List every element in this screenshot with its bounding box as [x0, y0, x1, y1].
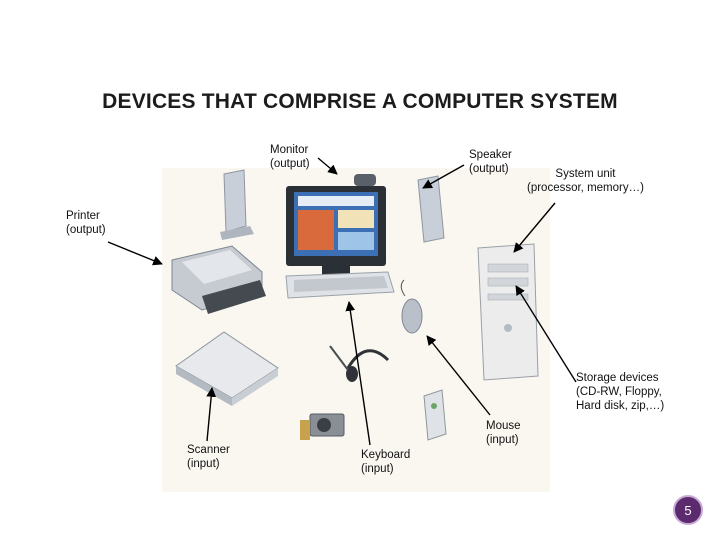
page-number-badge: 5 [673, 495, 703, 525]
scanner-icon [175, 331, 279, 406]
camera-icon [300, 413, 345, 440]
label-scanner: Scanner(input) [187, 444, 230, 470]
printer-icon [171, 245, 266, 314]
label-monitor: Monitor(output) [270, 144, 310, 170]
label-storage-devices: Storage devices(CD-RW, Floppy,Hard disk,… [576, 372, 665, 412]
right-speaker-icon [417, 175, 445, 243]
computer-system-photo [162, 168, 550, 492]
label-keyboard: Keyboard(input) [361, 449, 411, 475]
keyboard-icon [285, 271, 395, 299]
label-system-unit: System unit(processor, memory…) [527, 168, 644, 194]
label-speaker: Speaker(output) [469, 149, 512, 175]
label-mouse: Mouse(input) [486, 420, 521, 446]
mouse-icon [400, 279, 423, 334]
label-printer: Printer(output) [66, 210, 106, 236]
zip-drive-icon [423, 389, 447, 441]
slide-title: DEVICES THAT COMPRISE A COMPUTER SYSTEM [102, 90, 618, 113]
arrow-printer [107, 241, 163, 266]
system-unit-icon [477, 243, 539, 381]
headset-icon [329, 345, 390, 382]
left-speaker-icon [220, 169, 254, 240]
monitor-icon [286, 174, 386, 282]
